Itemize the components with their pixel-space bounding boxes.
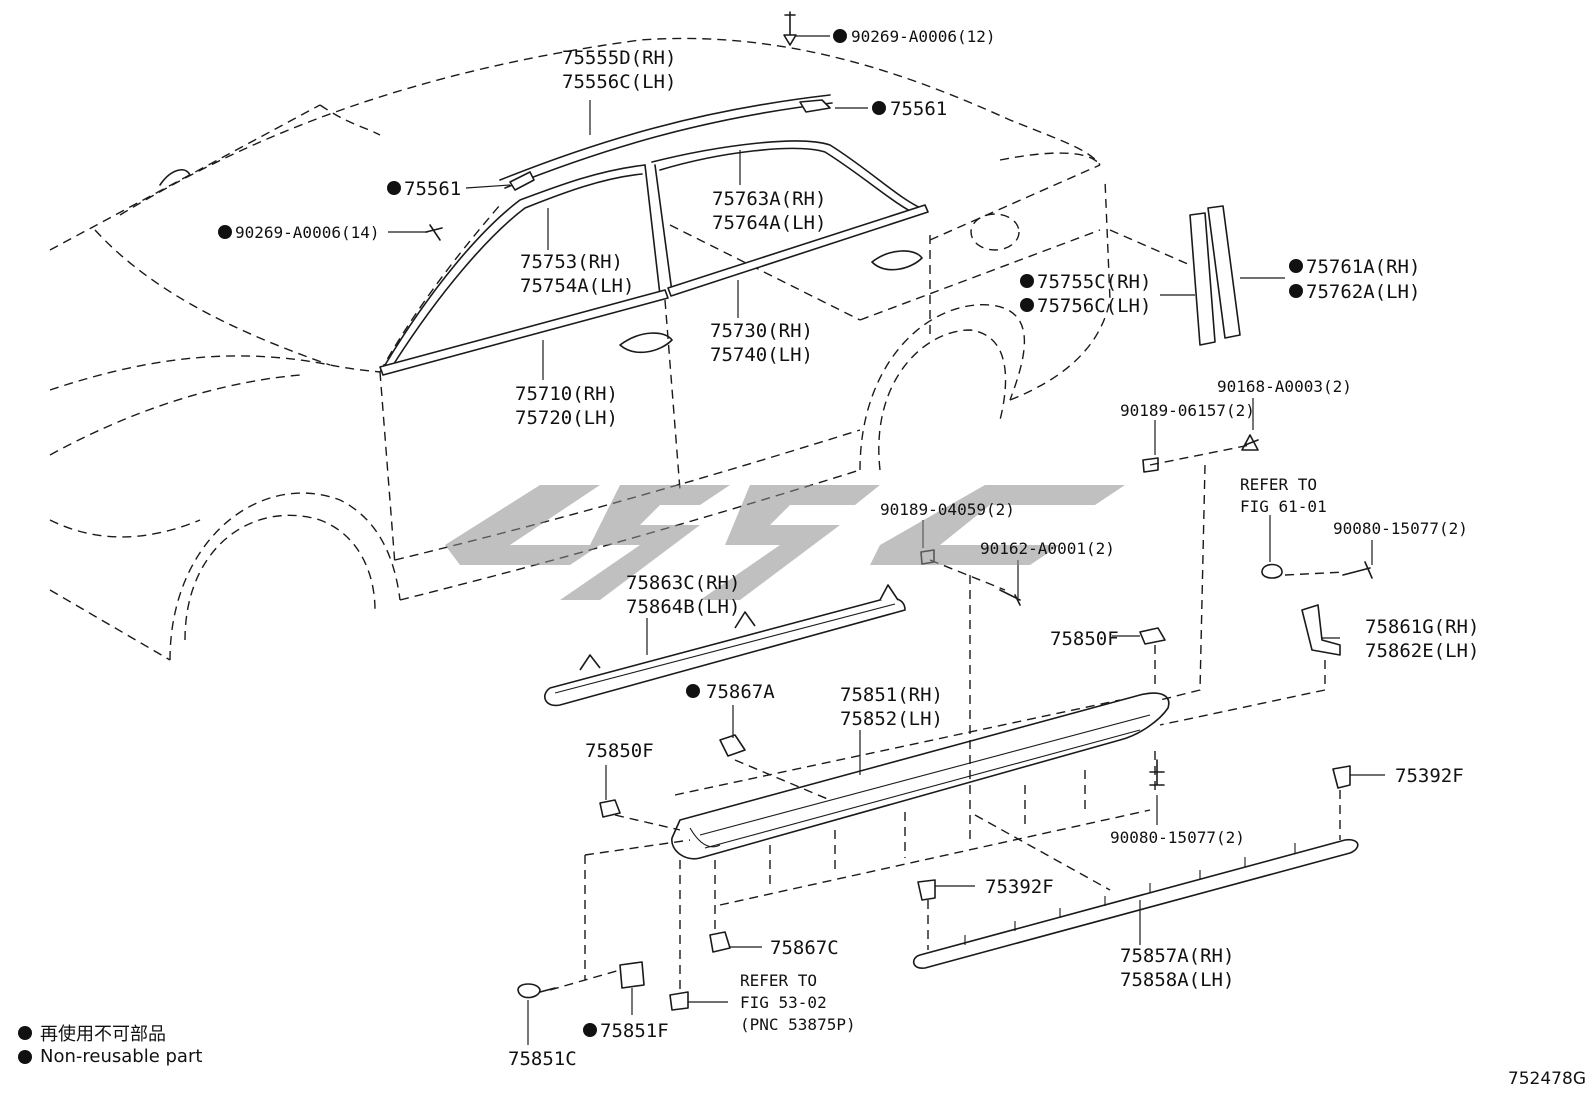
- leader-lines: [388, 35, 1385, 1045]
- callout-90269-a0006-14: 90269-A0006(14): [235, 223, 380, 242]
- legend-row-japanese: 再使用不可部品: [18, 1020, 166, 1046]
- legend-bullet-icon: [18, 1049, 32, 1064]
- callout-90269-a0006-12: 90269-A0006(12): [851, 27, 996, 46]
- upper-rocker-panel: [544, 584, 906, 707]
- callout-75561-top: 75561: [890, 98, 947, 120]
- callout-75755c: 75755C(RH): [1037, 271, 1151, 293]
- figure-code: 752478G: [1507, 1069, 1586, 1089]
- legend-text-japanese: 再使用不可部品: [40, 1024, 166, 1045]
- callout-75850f-right: 75850F: [1050, 628, 1119, 650]
- callout-refer-to-53: REFER TO: [740, 971, 817, 990]
- callout-90080-15077-bottom: 90080-15077(2): [1110, 828, 1245, 847]
- legend-text-english: Non-reusable part: [40, 1046, 203, 1067]
- watermark-logo: [445, 485, 1125, 600]
- non-reusable-markers: [218, 29, 1303, 1037]
- callout-75862e: 75862E(LH): [1365, 640, 1479, 662]
- callout-75763a: 75763A(RH): [712, 188, 826, 210]
- window-moldings: [379, 11, 929, 376]
- rear-pillar-garnish: [1189, 205, 1241, 346]
- callout-75740: 75740(LH): [710, 344, 813, 366]
- callout-75754a: 75754A(LH): [520, 275, 634, 297]
- callout-75852: 75852(LH): [840, 708, 943, 730]
- callout-fig-61-01: FIG 61-01: [1240, 497, 1327, 516]
- callout-90189-04059: 90189-04059(2): [880, 500, 1015, 519]
- callout-75863c: 75863C(RH): [626, 572, 740, 594]
- callout-75761a: 75761A(RH): [1306, 256, 1420, 278]
- car-body-outline: [49, 37, 1111, 661]
- callout-90080-15077-top: 90080-15077(2): [1333, 519, 1468, 538]
- callout-75867c: 75867C: [770, 937, 839, 959]
- callout-75762a: 75762A(LH): [1306, 281, 1420, 303]
- callout-75392f-right: 75392F: [1395, 765, 1464, 787]
- callout-90189-06157: 90189-06157(2): [1120, 401, 1255, 420]
- callout-refer-to-61: REFER TO: [1240, 475, 1317, 494]
- callout-75556c: 75556C(LH): [562, 71, 676, 93]
- callout-75851f: 75851F: [600, 1020, 669, 1042]
- callout-75867a: 75867A: [706, 681, 775, 703]
- callout-fig-53-02: FIG 53-02: [740, 993, 827, 1012]
- callout-75710: 75710(RH): [515, 383, 618, 405]
- callout-90168-a0003: 90168-A0003(2): [1217, 377, 1352, 396]
- callout-75858a: 75858A(LH): [1120, 969, 1234, 991]
- callout-75864b: 75864B(LH): [626, 596, 740, 618]
- callout-75850f-left: 75850F: [585, 740, 654, 762]
- callout-labels: 90269-A0006(12) 75555D(RH) 75556C(LH) 75…: [235, 27, 1479, 1070]
- callout-90162-a0001: 90162-A0001(2): [980, 539, 1115, 558]
- assembly-lines: [549, 229, 1346, 991]
- callout-75756c: 75756C(LH): [1037, 295, 1151, 317]
- lower-rocker-strip: [912, 838, 1359, 969]
- callout-75857a: 75857A(RH): [1120, 945, 1234, 967]
- callout-75851c: 75851C: [508, 1048, 577, 1070]
- legend-bullet-icon: [18, 1026, 32, 1040]
- legend-row-english: Non-reusable part: [18, 1046, 202, 1067]
- callout-75851: 75851(RH): [840, 684, 943, 706]
- callout-pnc-53875p: (PNC 53875P): [740, 1015, 856, 1034]
- main-rocker-panel: [671, 692, 1170, 860]
- callout-75720: 75720(LH): [515, 407, 618, 429]
- callout-75555d: 75555D(RH): [562, 47, 676, 69]
- callout-75561-left: 75561: [404, 178, 461, 200]
- callout-75392f-mid: 75392F: [985, 876, 1054, 898]
- callout-75861g: 75861G(RH): [1365, 616, 1479, 638]
- callout-75753: 75753(RH): [520, 251, 623, 273]
- callout-75730: 75730(RH): [710, 320, 813, 342]
- callout-75764a: 75764A(LH): [712, 212, 826, 234]
